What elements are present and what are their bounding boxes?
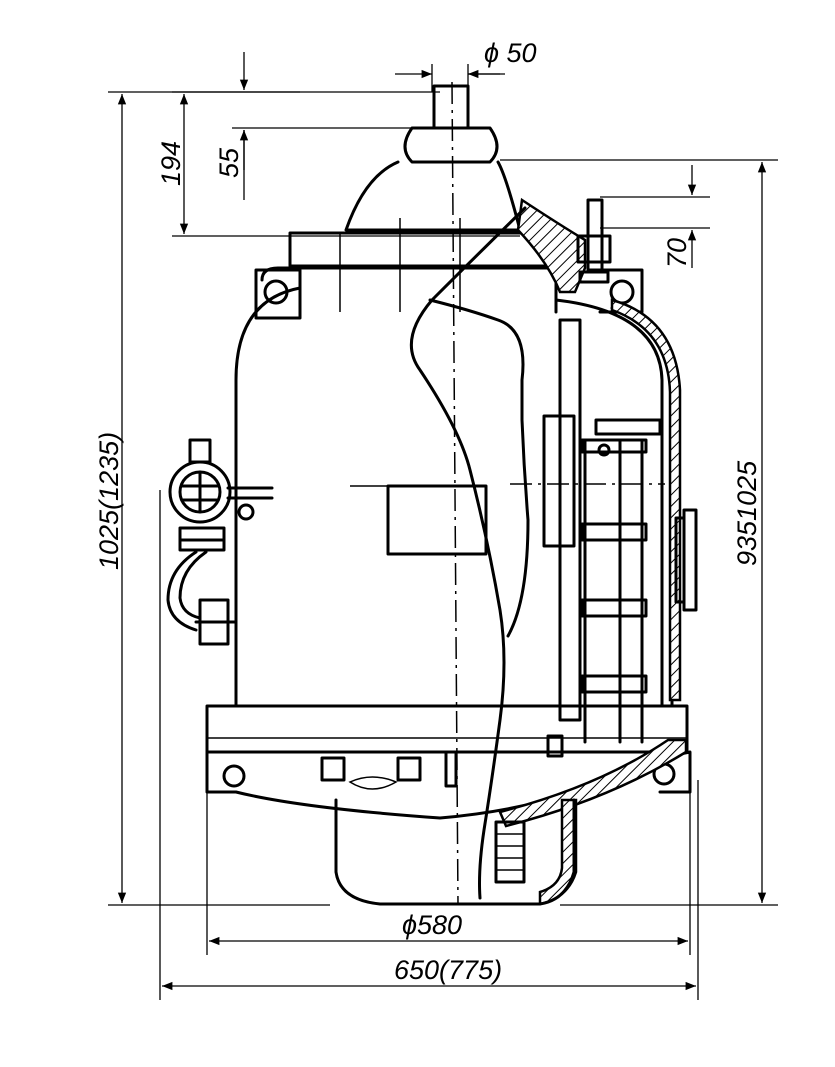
dim-label-shaft-diameter: ϕ 50 bbox=[484, 38, 537, 68]
bottom-frame bbox=[205, 704, 692, 906]
dim-label-total-height-left: 1025(1235) bbox=[94, 432, 124, 570]
dimension-lines bbox=[108, 52, 778, 1000]
dim-label-total-height-right: 9351025 bbox=[732, 460, 762, 566]
dim-label-body-diameter: ϕ580 bbox=[402, 910, 462, 940]
dim-label-overall-width: 650(775) bbox=[394, 955, 502, 985]
tank-body bbox=[234, 206, 682, 900]
bottom-bowl bbox=[334, 734, 576, 906]
section-cut-top bbox=[516, 197, 587, 294]
dim-label-bushing-height: 55 bbox=[214, 147, 244, 178]
core-window bbox=[350, 484, 488, 556]
winding-assembly bbox=[542, 318, 698, 744]
top-bushing bbox=[344, 84, 522, 232]
oil-valve bbox=[166, 438, 274, 646]
dim-label-terminal: 70 bbox=[662, 238, 692, 268]
dim-label-top-height: 194 bbox=[156, 141, 186, 186]
terminal-bolt bbox=[576, 198, 612, 284]
